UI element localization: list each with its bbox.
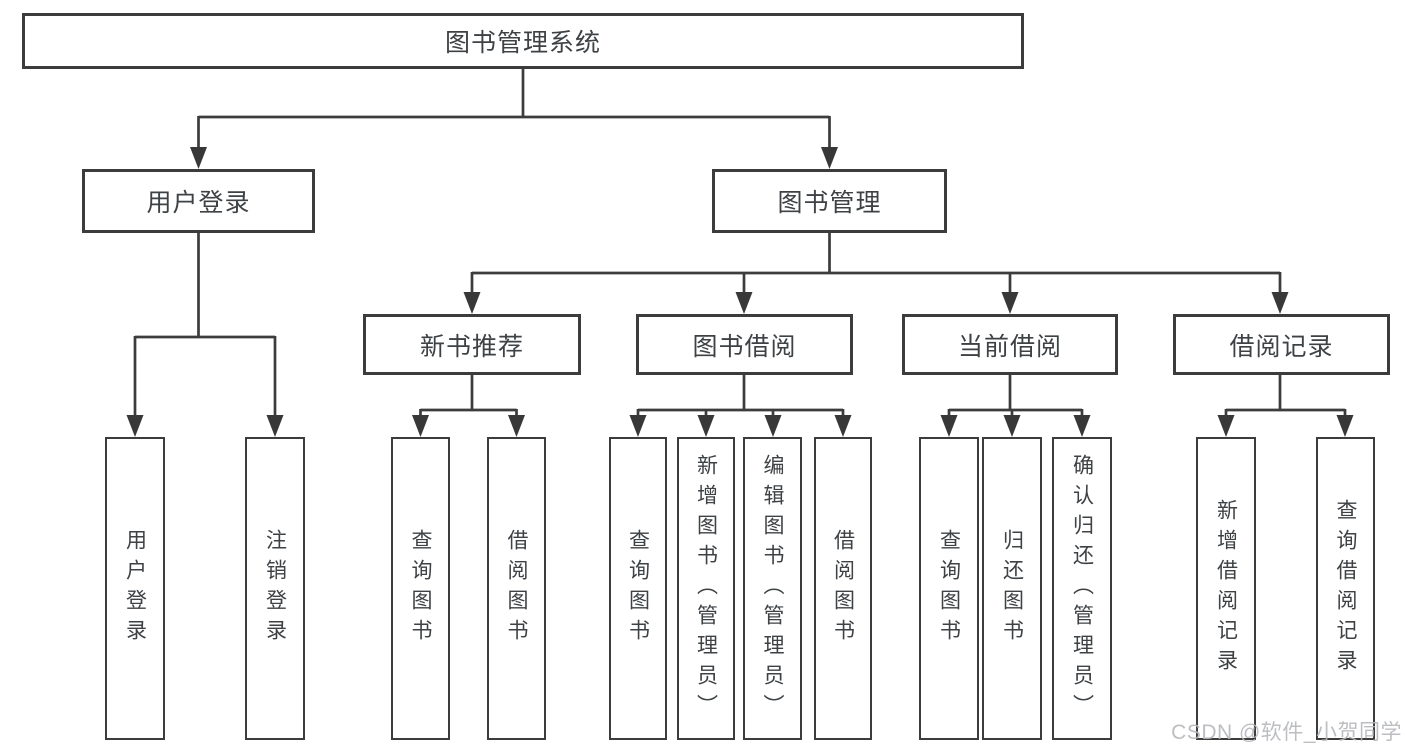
leaf-logout-label: 注销登录 — [263, 528, 287, 649]
edge-borrow-records-children — [1217, 375, 1354, 437]
leaf-bb-edit-books: 编辑图书（管理员） — [743, 437, 802, 740]
leaf-cb-return-books: 归还图书 — [982, 437, 1042, 740]
node-current-borrow-label: 当前借阅 — [957, 332, 1062, 361]
csdn-watermark: CSDN @软件_小贺同学 — [1171, 721, 1402, 744]
edge-book-borrow-children — [629, 375, 852, 437]
leaf-br-query-record-label: 查询借阅记录 — [1334, 498, 1357, 679]
leaf-bb-edit-books-label: 编辑图书（管理员） — [761, 453, 784, 724]
node-book-borrow: 图书借阅 — [636, 314, 853, 375]
leaf-user-login-label: 用户登录 — [123, 528, 147, 649]
leaf-cb-confirm-return: 确认归还（管理员） — [1052, 437, 1112, 740]
leaf-bb-query-books: 查询图书 — [609, 437, 667, 740]
node-root: 图书管理系统 — [22, 13, 1024, 69]
edge-book-mgmt-children — [463, 233, 1289, 314]
node-borrow-records: 借阅记录 — [1173, 314, 1390, 375]
leaf-br-add-record-label: 新增借阅记录 — [1214, 498, 1238, 679]
leaf-rec-query-books: 查询图书 — [391, 437, 450, 740]
leaf-cb-query-books-label: 查询图书 — [937, 528, 961, 649]
leaf-rec-query-books-label: 查询图书 — [409, 528, 432, 649]
edge-root-children — [190, 69, 838, 169]
leaf-br-add-record: 新增借阅记录 — [1196, 437, 1256, 740]
leaf-bb-add-books-label: 新增图书（管理员） — [694, 453, 718, 724]
node-user-login: 用户登录 — [82, 169, 315, 233]
node-user-login-label: 用户登录 — [146, 189, 251, 217]
leaf-logout: 注销登录 — [245, 437, 305, 740]
node-book-mgmt: 图书管理 — [712, 169, 947, 233]
leaf-rec-borrow-books: 借阅图书 — [487, 437, 546, 740]
leaf-cb-query-books: 查询图书 — [919, 437, 979, 740]
edge-new-book-rec-children — [412, 375, 525, 437]
leaf-bb-borrow-books-label: 借阅图书 — [831, 528, 855, 649]
leaf-cb-return-books-label: 归还图书 — [1000, 528, 1024, 649]
node-book-borrow-label: 图书借阅 — [692, 332, 797, 361]
node-borrow-records-label: 借阅记录 — [1229, 332, 1334, 361]
node-new-book-rec-label: 新书推荐 — [419, 332, 524, 361]
leaf-bb-query-books-label: 查询图书 — [626, 528, 650, 649]
edge-current-borrow-children — [940, 375, 1091, 437]
edge-user-login-children — [126, 233, 284, 437]
node-new-book-rec: 新书推荐 — [363, 314, 581, 375]
leaf-bb-borrow-books: 借阅图书 — [814, 437, 872, 740]
leaf-user-login: 用户登录 — [105, 437, 165, 740]
leaf-rec-borrow-books-label: 借阅图书 — [505, 528, 528, 649]
node-current-borrow: 当前借阅 — [902, 314, 1118, 375]
node-book-mgmt-label: 图书管理 — [777, 189, 882, 217]
leaf-bb-add-books: 新增图书（管理员） — [677, 437, 735, 740]
leaf-br-query-record: 查询借阅记录 — [1316, 437, 1375, 740]
leaf-cb-confirm-return-label: 确认归还（管理员） — [1070, 453, 1094, 724]
node-root-label: 图书管理系统 — [444, 29, 601, 57]
